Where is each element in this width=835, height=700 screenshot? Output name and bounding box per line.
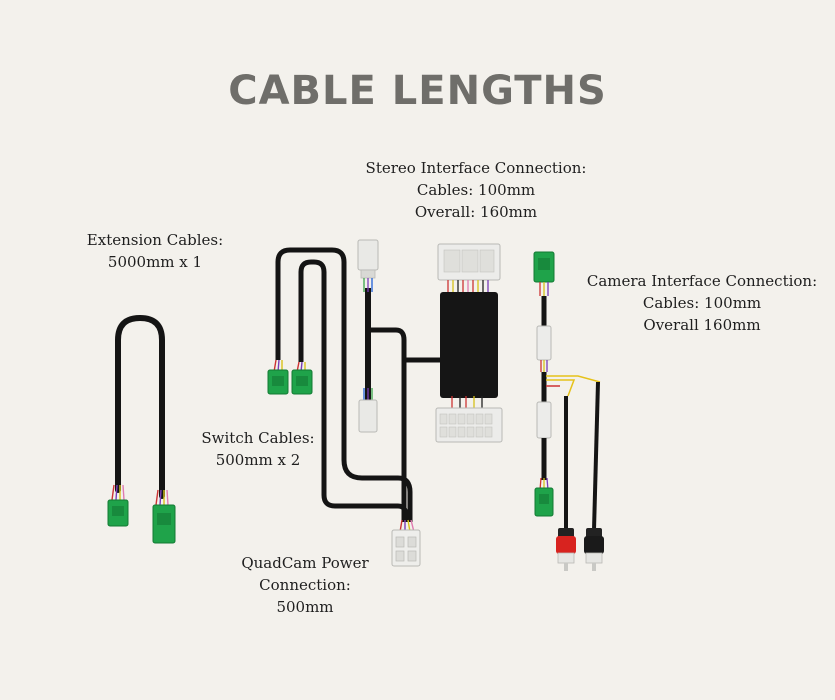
- stereo-white-plug-top: [357, 239, 379, 271]
- quadcam-label-line-3: 500mm: [276, 598, 334, 616]
- rca-red-plug: [556, 528, 576, 571]
- camera-interface-label: Camera Interface Connection: Cables: 100…: [572, 270, 832, 336]
- switch-quadcam-harness: [267, 239, 440, 567]
- rca-black-plug: [584, 528, 604, 571]
- stereo-label-line-2: Cables: 100mm: [416, 181, 536, 199]
- stereo-label-line-1: Stereo Interface Connection:: [365, 159, 587, 177]
- stereo-white-plug-bottom: [358, 399, 378, 433]
- quadcam-label-line-2: Connection:: [259, 576, 351, 594]
- quadcam-power-label: QuadCam Power Connection: 500mm: [220, 552, 390, 618]
- stereo-interface-label: Stereo Interface Connection: Cables: 100…: [336, 157, 616, 223]
- extension-label-line-1: Extension Cables:: [86, 231, 224, 249]
- camera-white-connector-1: [536, 325, 552, 361]
- camera-label-line-1: Camera Interface Connection:: [586, 272, 818, 290]
- quadcam-label-line-1: QuadCam Power: [241, 554, 369, 572]
- stereo-label-line-3: Overall: 160mm: [414, 203, 538, 221]
- switch-label-line-2: 500mm x 2: [215, 451, 301, 469]
- page-title: CABLE LENGTHS: [228, 68, 607, 114]
- switch-label-line-1: Switch Cables:: [201, 429, 315, 447]
- camera-interface-harness: [533, 251, 604, 571]
- stereo-cable-sleeve: [440, 292, 498, 398]
- camera-label-line-3: Overall 160mm: [643, 316, 761, 334]
- extension-cable: [107, 314, 176, 544]
- extension-cables-label: Extension Cables: 5000mm x 1: [60, 229, 250, 273]
- camera-white-connector-2: [536, 401, 552, 439]
- stereo-interface-harness: [435, 243, 503, 443]
- camera-label-line-2: Cables: 100mm: [642, 294, 762, 312]
- extension-wires-right: [155, 489, 169, 506]
- extension-label-line-2: 5000mm x 1: [107, 253, 203, 271]
- extension-wires-left: [111, 484, 125, 501]
- switch-cables-label: Switch Cables: 500mm x 2: [178, 427, 338, 471]
